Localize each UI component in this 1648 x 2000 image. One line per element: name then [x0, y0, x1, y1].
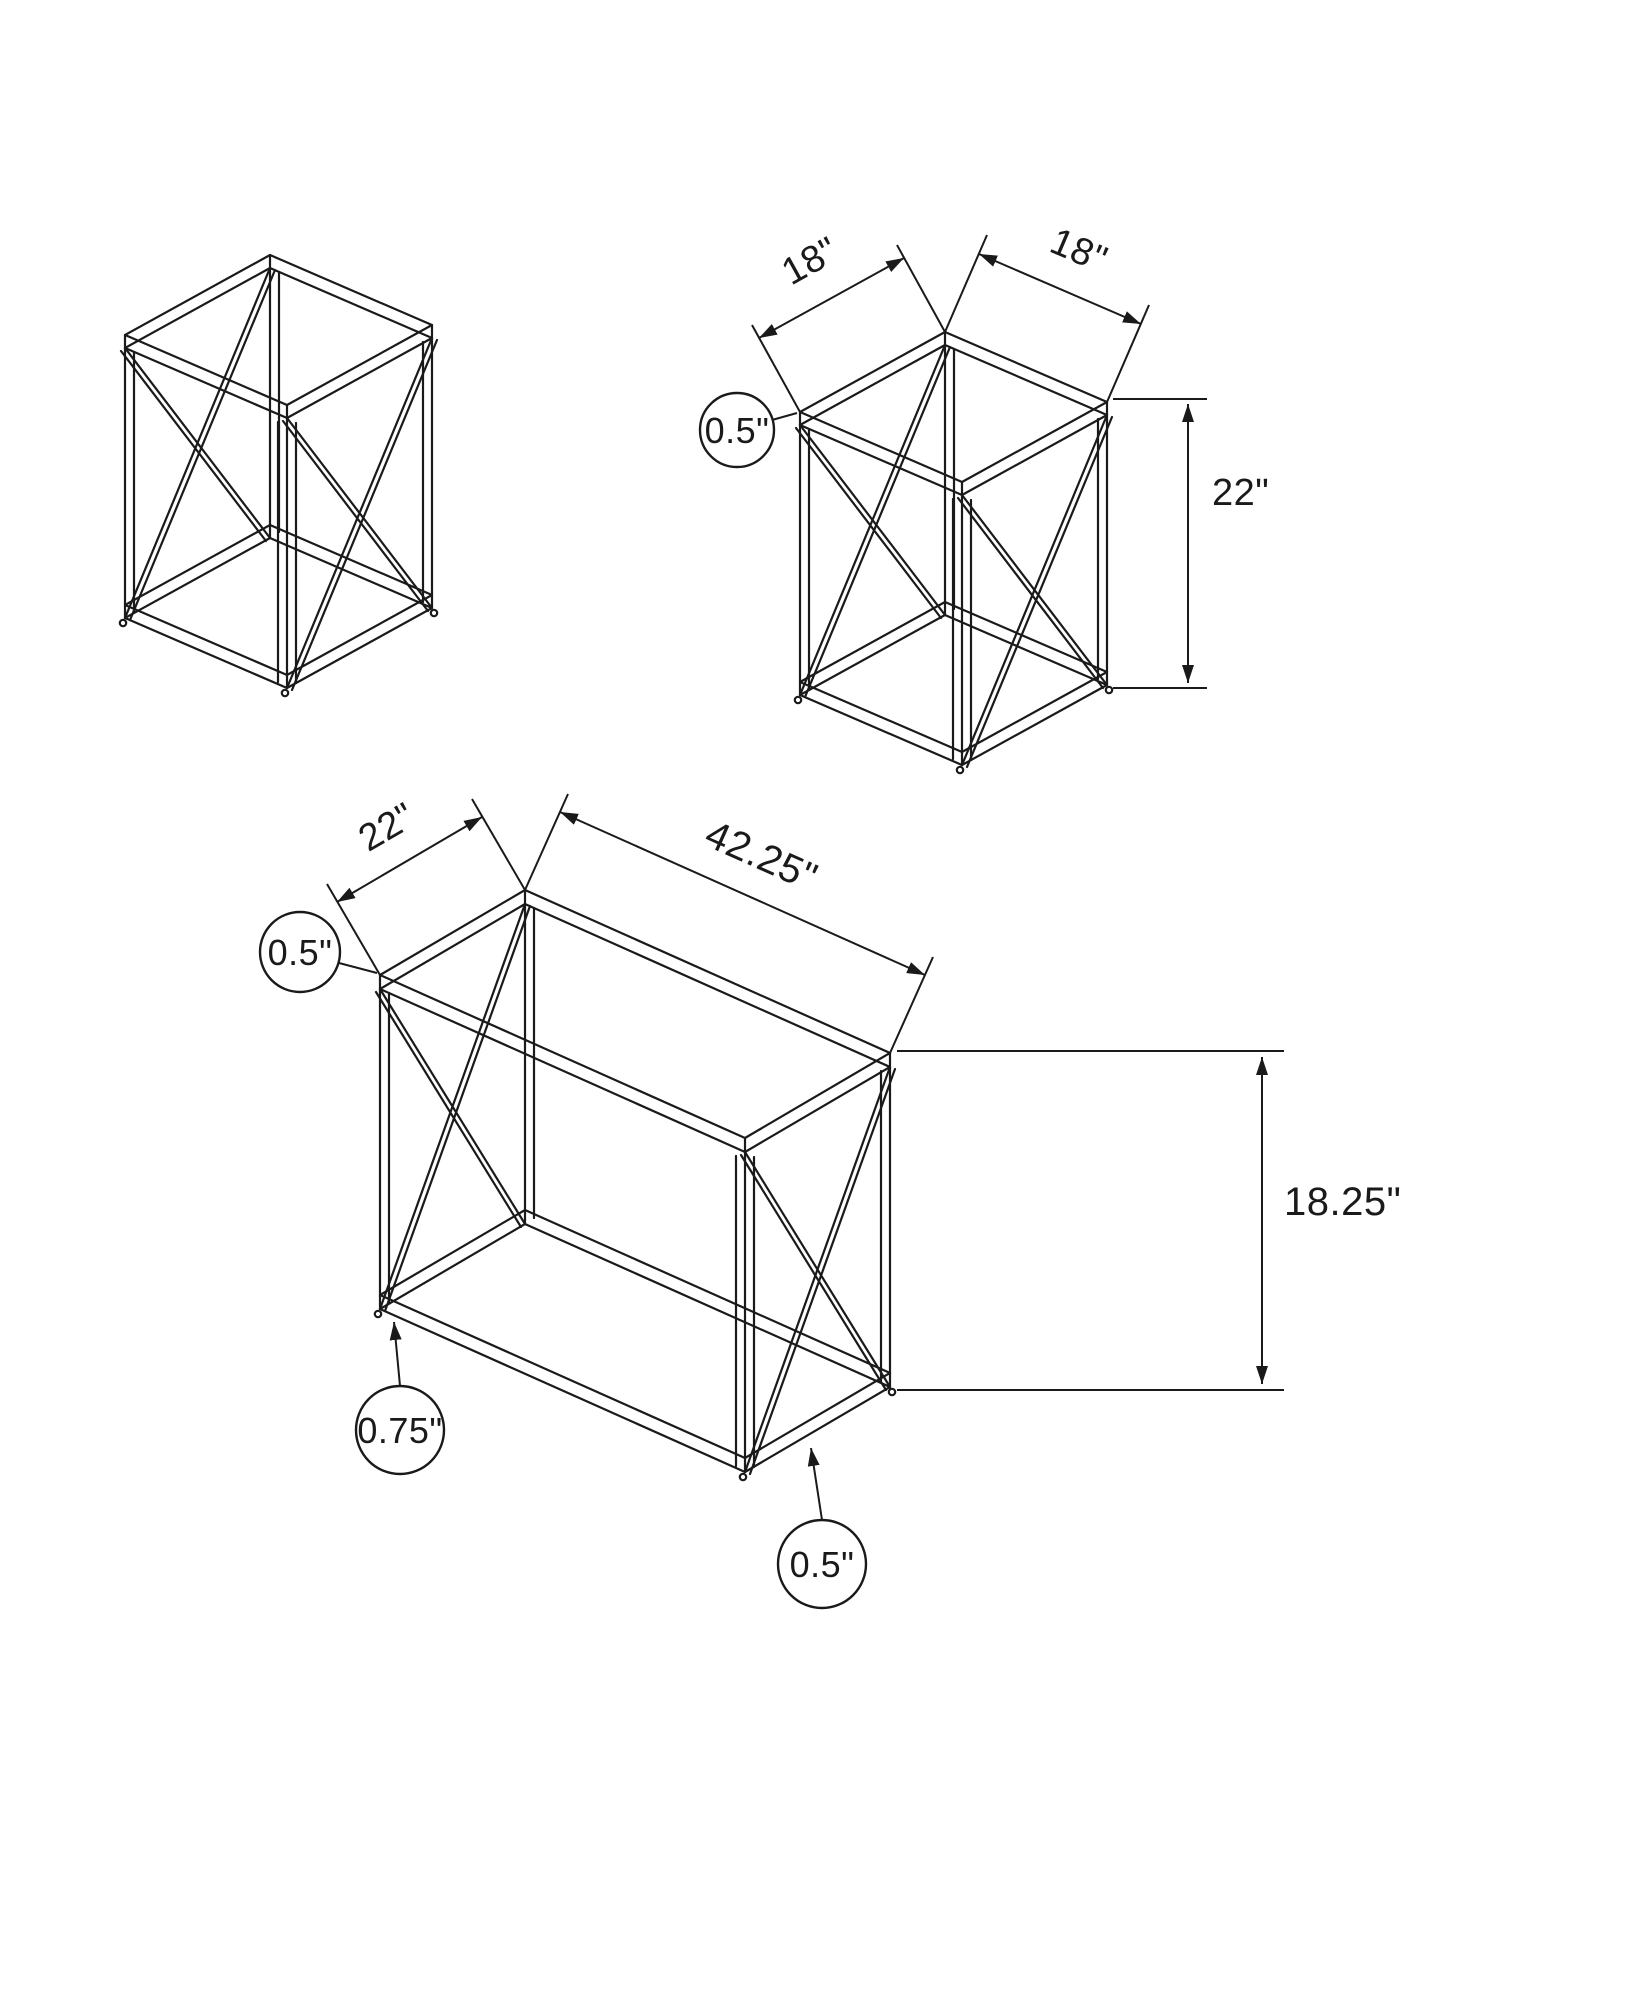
end-table-width-dimension: 18" — [944, 220, 1150, 403]
coffee-table-rail-thickness-label: 0.5" — [790, 1544, 855, 1585]
end-table-height-label: 22" — [1212, 472, 1269, 514]
leg-foot — [738, 1472, 748, 1482]
leg-foot — [793, 695, 803, 705]
coffee-table-length-dimension: 42.25" — [524, 793, 934, 1054]
coffee-table-frame-thickness-callout: 0.75" — [354, 1321, 446, 1476]
coffee-table-depth-label: 22" — [352, 795, 423, 860]
dimension-arrow-line — [758, 257, 905, 339]
dimension-arrow-line — [336, 816, 483, 903]
end-table-plain-legs — [123, 266, 434, 690]
callout-arrow-line — [807, 1447, 823, 1521]
leg-foot — [955, 765, 965, 775]
leg-foot — [429, 608, 439, 618]
callout-leader-line — [771, 412, 798, 421]
coffee-table-frame-thickness-label: 0.75" — [357, 1410, 442, 1451]
end-table-plain-figure — [118, 253, 439, 698]
extension-lines — [326, 798, 526, 976]
leg-foot — [1104, 685, 1114, 695]
coffee-table-top-thickness-callout: 0.5" — [258, 910, 378, 994]
coffee-table-top-face — [378, 888, 892, 1140]
coffee-table-figure — [373, 888, 897, 1482]
callout-arrow-line — [389, 1321, 402, 1387]
extension-lines — [1113, 398, 1207, 689]
end-table-plain-cross-braces — [119, 266, 439, 692]
end-table-cross-braces — [794, 343, 1114, 769]
extension-lines — [897, 1050, 1284, 1391]
extension-lines — [751, 244, 946, 413]
callout-circle — [698, 391, 776, 469]
dimension-arrow-line — [978, 253, 1142, 325]
end-table-top-thickness-callout: 0.5" — [698, 391, 798, 469]
coffee-table-bottom-frame — [378, 1208, 892, 1474]
end-table-top-slab-edges — [798, 330, 1109, 497]
coffee-table-cross-braces — [374, 902, 897, 1476]
coffee-table-height-label: 18.25" — [1284, 1180, 1401, 1224]
callout-circle — [258, 910, 342, 994]
coffee-table-rail-thickness-callout: 0.5" — [776, 1447, 868, 1610]
end-table-depth-label: 18" — [775, 229, 845, 293]
coffee-table-top-thickness-label: 0.5" — [268, 932, 333, 973]
extension-lines — [524, 793, 934, 1054]
coffee-table-legs — [378, 902, 892, 1474]
end-table-legs — [798, 343, 1109, 767]
end-table-width-label: 18" — [1044, 220, 1113, 281]
leg-foot — [280, 688, 290, 698]
leg-foot — [373, 1309, 383, 1319]
extension-lines — [944, 234, 1150, 403]
coffee-table-length-label: 42.25" — [699, 812, 824, 900]
end-table-dimensioned-figure — [793, 330, 1114, 775]
end-table-height-dimension: 22" — [1113, 398, 1269, 689]
leg-foot — [118, 618, 128, 628]
coffee-table-top-slab-edges — [378, 888, 892, 1154]
coffee-table-height-dimension: 18.25" — [897, 1050, 1401, 1391]
end-table-plain-top-slab-edges — [123, 253, 434, 420]
end-table-top-thickness-label: 0.5" — [705, 410, 770, 451]
dimension-arrow-line — [559, 811, 926, 976]
callout-leader-line — [338, 962, 378, 974]
leg-foot — [887, 1387, 897, 1397]
